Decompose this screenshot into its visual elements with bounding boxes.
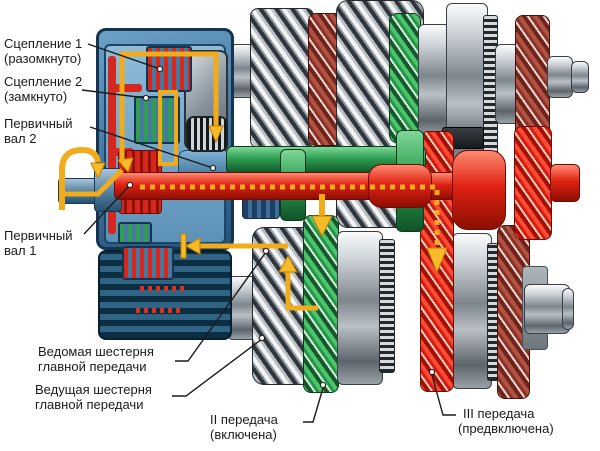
clutch-2-plates: [134, 96, 180, 144]
output-flow-path-icon: [285, 272, 318, 311]
label-final-drive-driven-line2: главной передачи: [38, 359, 147, 374]
rivet-row-2: [136, 308, 180, 313]
label-input-shaft-1-line2: вал 1: [4, 243, 37, 258]
label-gear-iii: III передача (предвключена): [458, 406, 554, 436]
label-clutch-1-line2: (разомкнуто): [4, 51, 82, 66]
final-drive-arrowhead-icon: [184, 237, 201, 255]
rivet-row-1: [140, 286, 184, 291]
shaft-1-hub: [452, 150, 506, 230]
label-clutch-2-line1: Сцепление 2: [4, 74, 83, 89]
leader-dots: [126, 65, 436, 389]
hydraulic-channel-branch-1: [108, 84, 142, 92]
label-clutch-2: Сцепление 2 (замкнуто): [4, 74, 82, 104]
top-green-gear: [389, 13, 421, 143]
lower-toothed-ring-1: [379, 239, 395, 373]
clutch-flow-arrowhead-icon: [208, 125, 224, 144]
label-input-shaft-2: Первичный вал 2: [4, 116, 73, 146]
clutch-2-plates-lower: [118, 222, 152, 244]
label-gear-ii-line1: II передача: [210, 412, 278, 427]
shaft-1-end: [550, 164, 580, 202]
hydraulic-channel: [108, 56, 116, 234]
clutch-flow-path-icon: [119, 51, 219, 166]
rotation-arrow-icon: [59, 146, 101, 210]
label-input-shaft-1-line1: Первичный: [4, 228, 73, 243]
label-final-drive-driving-line1: Ведущая шестерня: [35, 382, 152, 397]
top-shaft-tip: [571, 61, 589, 93]
label-input-shaft-2-line2: вал 2: [4, 131, 37, 146]
lower-shaft-ring: [562, 288, 574, 330]
label-final-drive-driven: Ведомая шестерня главной передачи: [38, 344, 154, 374]
label-gear-iii-line1: III передача: [463, 406, 535, 421]
gear-iii-arrowhead-icon: [426, 247, 448, 274]
gear-ii-green: [303, 215, 339, 393]
label-final-drive-driven-line1: Ведомая шестерня: [38, 344, 154, 359]
input-power-arrow-icon: [60, 168, 124, 197]
gear-ii-arrowhead-icon: [311, 215, 333, 238]
top-shaft-end: [547, 56, 573, 98]
label-input-shaft-2-line1: Первичный: [4, 116, 73, 131]
leader-lines: [81, 43, 456, 423]
label-final-drive-driving-line2: главной передачи: [35, 397, 144, 412]
label-gear-iii-line2: (предвключена): [458, 421, 554, 436]
top-silver-gear-1: [250, 8, 314, 148]
final-drive-arrow-bar-icon: [180, 233, 187, 259]
label-clutch-2-line2: (замкнуто): [4, 89, 68, 104]
output-flow-arrowhead-icon: [278, 254, 298, 273]
label-gear-ii-line2: (включена): [210, 427, 277, 442]
label-clutch-1: Сцепление 1 (разомкнуто): [4, 36, 82, 66]
label-gear-ii: II передача (включена): [210, 412, 278, 442]
rotation-arrowhead-icon: [90, 162, 106, 180]
label-input-shaft-1: Первичный вал 1: [4, 228, 73, 258]
clutch-1-plates-lower: [122, 246, 174, 280]
label-clutch-1-line1: Сцепление 1: [4, 36, 83, 51]
label-final-drive-driving: Ведущая шестерня главной передачи: [35, 382, 152, 412]
coil-spring: [186, 116, 228, 152]
